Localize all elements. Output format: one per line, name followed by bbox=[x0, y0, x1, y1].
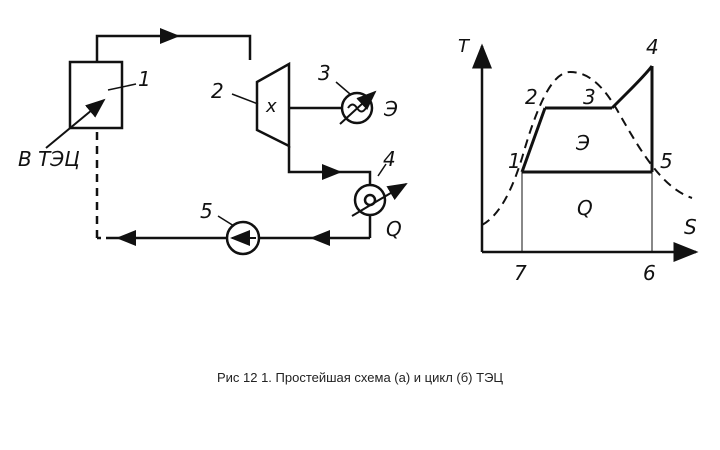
pump-leader-line bbox=[217, 215, 235, 227]
s-axis-label: S bbox=[684, 215, 697, 239]
point-4: 4 bbox=[646, 35, 659, 59]
turbine-glyph: х bbox=[265, 96, 277, 117]
exhaust-line bbox=[287, 146, 372, 184]
ts-diagram bbox=[472, 43, 699, 262]
figure-caption: Рис 12 1. Простейшая схема (а) и цикл (б… bbox=[216, 370, 504, 385]
boiler-number: 1 bbox=[138, 67, 151, 91]
pump-number: 5 bbox=[200, 199, 213, 223]
generator-output-arrow bbox=[339, 90, 377, 125]
t-axis-label: T bbox=[458, 36, 471, 57]
generator-number: 3 bbox=[318, 61, 331, 85]
generator-leader-line bbox=[335, 81, 351, 95]
steam-line bbox=[95, 34, 252, 62]
boiler-leader-line bbox=[107, 83, 137, 91]
point-2: 2 bbox=[525, 85, 538, 109]
thermal-scheme: х bbox=[45, 28, 408, 256]
point-3: 3 bbox=[583, 85, 596, 109]
axis-mark-6: 6 bbox=[643, 261, 656, 285]
heat-output-arrow bbox=[351, 182, 408, 217]
cycle-line-3-4 bbox=[610, 65, 654, 110]
saturation-curve bbox=[481, 70, 693, 226]
axis-mark-7: 7 bbox=[514, 261, 527, 285]
heat-output-label: Q bbox=[386, 217, 402, 241]
boiler bbox=[68, 60, 124, 130]
cycle-line-1-2 bbox=[520, 107, 547, 173]
fuel-input-label: В ТЭЦ bbox=[18, 147, 80, 171]
area-heat-label: Q bbox=[577, 196, 593, 220]
point-5: 5 bbox=[660, 149, 673, 173]
turbine-leader-line bbox=[231, 93, 259, 105]
generator-output-label: Э bbox=[383, 97, 398, 121]
fuel-input-arrow bbox=[45, 98, 106, 149]
point-1: 1 bbox=[508, 149, 521, 173]
heat-consumer-leader-line bbox=[377, 163, 387, 177]
turbine-number: 2 bbox=[211, 79, 224, 103]
area-electric-label: Э bbox=[575, 131, 590, 155]
heat-consumer-number: 4 bbox=[383, 147, 396, 171]
